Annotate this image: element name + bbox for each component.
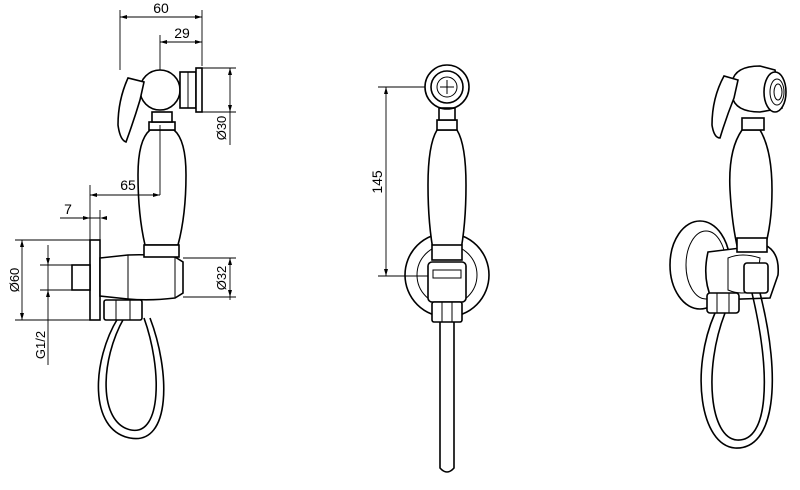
dim-wall-offset-label: 7 [64, 201, 72, 217]
dim-head-depth: 29 [159, 25, 202, 70]
dim-head-diameter: Ø30 [202, 67, 236, 145]
dim-thread: G1/2 [33, 245, 72, 365]
dim-thread-label: G1/2 [33, 331, 48, 359]
dim-reach-label: 65 [120, 177, 136, 193]
dim-flange-diameter: Ø60 [7, 239, 90, 321]
dim-overall-width: 60 [119, 0, 203, 70]
dim-head-depth-label: 29 [174, 25, 190, 41]
dim-flange-diameter-label: Ø60 [7, 268, 22, 293]
front-view: 145 [369, 64, 490, 473]
perspective-view [669, 65, 787, 449]
dim-overall-width-label: 60 [153, 0, 169, 16]
side-view: 60 29 Ø30 65 [7, 0, 236, 440]
dim-holder-diameter-label: Ø32 [214, 266, 229, 291]
dim-reach: 65 [89, 125, 161, 240]
dim-holder-diameter: Ø32 [183, 257, 236, 300]
dim-wall-offset: 7 [60, 201, 107, 240]
dim-head-diameter-label: Ø30 [214, 116, 229, 141]
dim-height: 145 [369, 86, 428, 277]
dim-height-label: 145 [369, 170, 385, 194]
